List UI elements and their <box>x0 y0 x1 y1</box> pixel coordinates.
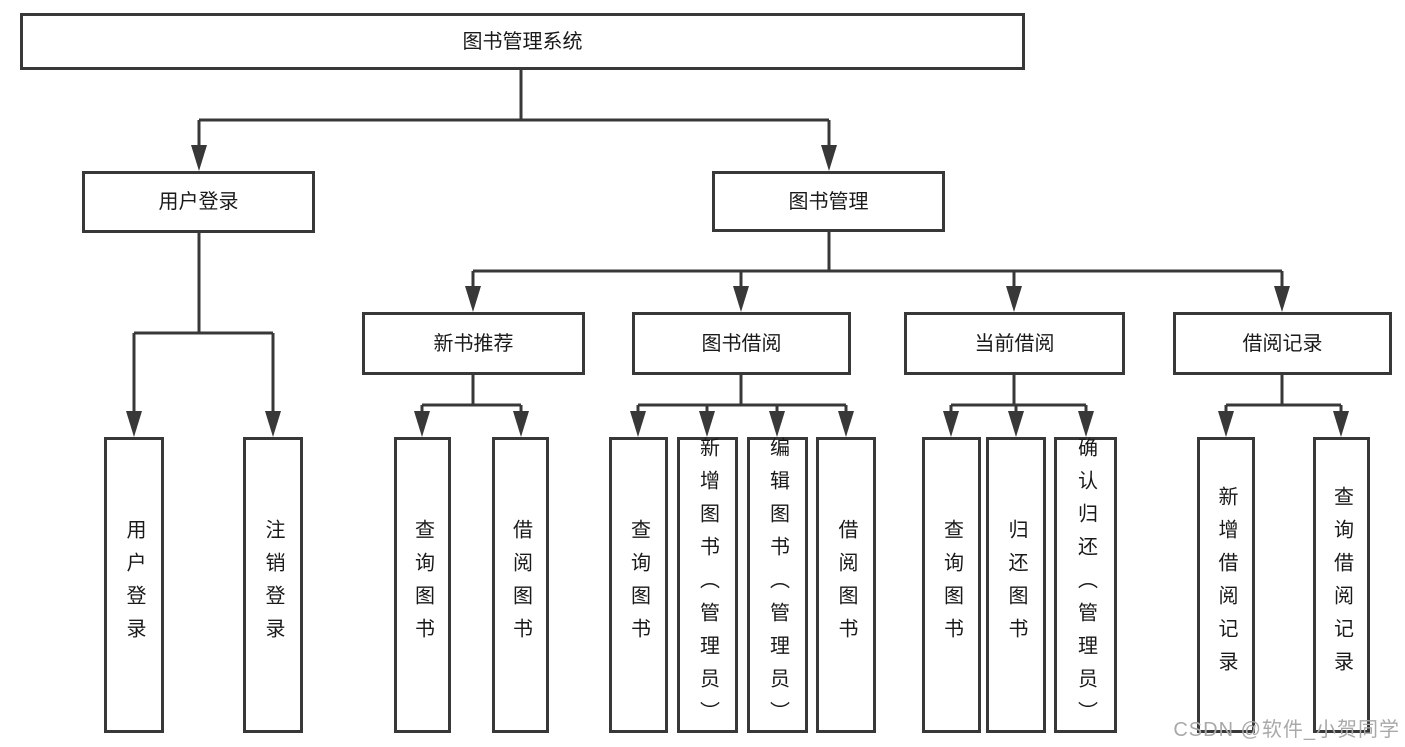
arrow-down-icon <box>733 286 749 312</box>
arrow-down-icon <box>191 145 207 171</box>
node-label: 新书推荐 <box>433 332 514 355</box>
arrow-down-icon <box>769 411 785 437</box>
arrow-down-icon <box>1008 411 1024 437</box>
arrow-down-icon <box>126 411 142 437</box>
arrow-down-icon <box>265 411 281 437</box>
leaf-borrow-books: 借阅图书 <box>816 437 876 733</box>
node-book-management: 图书管理 <box>712 171 945 232</box>
leaf-label: 新增借阅记录 <box>1215 486 1237 684</box>
tree-edges <box>132 70 1343 411</box>
leaf-query-books-current: 查询图书 <box>922 437 981 733</box>
leaf-edit-book-admin: 编辑图书（管理员） <box>747 436 808 734</box>
leaf-label: 查询图书 <box>940 519 963 651</box>
node-book-borrow: 图书借阅 <box>632 312 851 375</box>
arrow-down-icon <box>943 411 959 437</box>
leaf-query-books-recommend: 查询图书 <box>394 437 451 733</box>
leaf-label: 查询图书 <box>411 519 434 651</box>
arrow-down-icon <box>465 286 481 312</box>
leaf-confirm-return-admin: 确认归还（管理员） <box>1054 436 1117 734</box>
arrow-down-icon <box>699 411 715 437</box>
leaf-query-borrow-record: 查询借阅记录 <box>1313 437 1370 733</box>
node-label: 借阅记录 <box>1242 332 1323 355</box>
leaf-label: 查询图书 <box>627 519 650 651</box>
leaf-label: 确认归还（管理员） <box>1074 436 1097 734</box>
node-label: 用户登录 <box>158 191 239 213</box>
arrow-down-icon <box>1006 286 1022 312</box>
leaf-user-login: 用户登录 <box>104 437 164 733</box>
node-current-borrow: 当前借阅 <box>904 312 1125 375</box>
arrow-down-icon <box>821 145 837 171</box>
leaf-borrow-books-recommend: 借阅图书 <box>492 437 549 733</box>
node-borrow-records: 借阅记录 <box>1173 312 1392 375</box>
node-label: 图书管理 <box>788 190 869 213</box>
arrow-down-icon <box>1274 286 1290 312</box>
leaf-label: 查询借阅记录 <box>1330 486 1353 684</box>
arrow-down-icon <box>1218 411 1234 437</box>
arrow-down-icon <box>838 411 854 437</box>
node-new-book-recommend: 新书推荐 <box>362 312 585 375</box>
node-label: 图书管理系统 <box>462 30 583 53</box>
leaf-label: 借阅图书 <box>835 519 857 651</box>
arrow-down-icons <box>126 145 1349 437</box>
leaf-label: 注销登录 <box>262 519 284 651</box>
node-label: 当前借阅 <box>974 332 1055 355</box>
leaf-label: 新增图书（管理员） <box>696 436 719 734</box>
node-label: 图书借阅 <box>701 332 782 355</box>
arrow-down-icon <box>630 411 646 437</box>
leaf-add-borrow-record: 新增借阅记录 <box>1197 437 1255 733</box>
leaf-logout: 注销登录 <box>243 437 303 733</box>
leaf-label: 编辑图书（管理员） <box>766 436 789 734</box>
arrow-down-icon <box>1078 411 1094 437</box>
leaf-query-books-borrow: 查询图书 <box>609 437 668 733</box>
arrow-down-icon <box>1333 411 1349 437</box>
leaf-label: 用户登录 <box>123 519 145 651</box>
leaf-label: 借阅图书 <box>509 519 532 651</box>
leaf-add-book-admin: 新增图书（管理员） <box>677 436 738 734</box>
node-library-system: 图书管理系统 <box>20 13 1025 70</box>
arrow-down-icon <box>414 411 430 437</box>
node-user-login: 用户登录 <box>82 171 315 233</box>
leaf-label: 归还图书 <box>1005 519 1027 651</box>
arrow-down-icon <box>513 411 529 437</box>
leaf-return-books: 归还图书 <box>986 437 1046 733</box>
